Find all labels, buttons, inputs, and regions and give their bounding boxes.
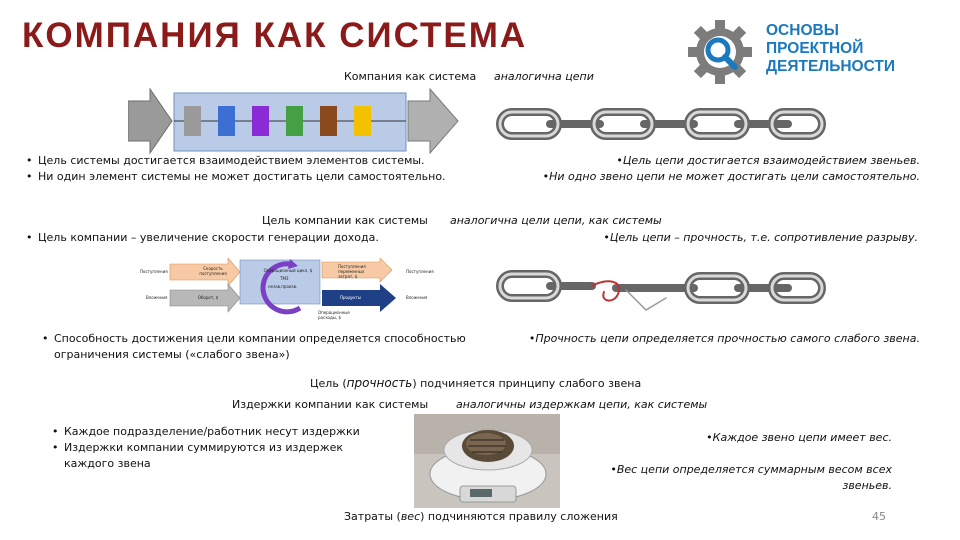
scale-with-chain-photo	[414, 414, 560, 508]
bullet-text: Цель цепи достигается взаимодействием зв…	[498, 153, 920, 169]
brand-line-1: ОСНОВЫ	[766, 22, 839, 39]
bullet-text: Цель системы достигается взаимодействием…	[24, 153, 494, 169]
throughput-diagram: Поступления Вложения Скорость поступлени…	[140, 258, 440, 324]
footer-pre: Затраты (	[344, 510, 401, 523]
brand-line-2: ПРОЕКТНОЙ	[766, 40, 864, 57]
chain-image	[496, 108, 826, 140]
system-flow-diagram	[128, 87, 459, 155]
bullet-text: Вес цепи определяется суммарным весом вс…	[600, 462, 892, 494]
brand-text: ОСНОВЫ ПРОЕКТНОЙ ДЕЯТЕЛЬНОСТИ	[766, 22, 895, 76]
bullet-text: Цель компании – увеличение скорости гене…	[24, 230, 444, 246]
caption-company-system: Компания как система	[344, 70, 477, 83]
right-bottom-label: Продукты	[340, 295, 362, 300]
weak-link-principle: Цель (прочность) подчиняется принципу сл…	[310, 376, 641, 390]
page-number: 45	[872, 510, 886, 523]
caption-chain-goal: аналогична цели цепи, как системы	[450, 214, 662, 227]
system-block	[286, 106, 303, 136]
out-bottom-label: Вложения	[406, 295, 428, 300]
weight-bullet-1: Каждое звено цепи имеет вес.	[600, 430, 892, 446]
footer-term: вес	[400, 510, 421, 523]
center-item: ТМЗ	[280, 276, 289, 281]
system-block	[218, 106, 235, 136]
chain-bullets: Цель цепи достигается взаимодействием зв…	[498, 153, 920, 185]
bullet-text: Цель цепи – прочность, т.е. сопротивлени…	[540, 230, 918, 246]
box-top-label: Скорость поступления	[199, 266, 227, 276]
principle-pre: Цель (	[310, 377, 347, 390]
out-top-label: Поступления	[406, 269, 434, 274]
right-top-label: Поступления переменных затрат, $	[338, 264, 366, 279]
caption-chain-costs: аналогичны издержкам цепи, как системы	[456, 398, 708, 411]
constraint-bullet: Способность достижения цели компании опр…	[40, 331, 486, 363]
system-bullets: Цель системы достигается взаимодействием…	[24, 153, 494, 185]
page-title: КОМПАНИЯ КАК СИСТЕМА	[22, 16, 528, 55]
principle-post: ) подчиняется принципу слабого звена	[412, 377, 642, 390]
system-block	[354, 106, 371, 136]
center-title: Операционный цикл, $	[263, 268, 313, 273]
in-top-label: Поступления	[140, 269, 168, 274]
weight-bullet-2: Вес цепи определяется суммарным весом вс…	[600, 462, 892, 494]
box-bottom-label: Оборот, $	[197, 295, 219, 300]
bottom-box-label: Операционные расходы, $	[318, 310, 350, 320]
in-bottom-label: Вложения	[146, 295, 168, 300]
bullet-text: Ни один элемент системы не может достига…	[24, 169, 494, 185]
system-block	[252, 106, 269, 136]
bullet-text: Прочность цепи определяется прочностью с…	[500, 331, 920, 347]
bullet-text: Способность достижения цели компании опр…	[40, 331, 486, 363]
system-block	[320, 106, 337, 136]
addition-principle: Затраты (вес) подчиняются правилу сложен…	[344, 510, 618, 523]
chain-goal-bullet: Цель цепи – прочность, т.е. сопротивлени…	[540, 230, 918, 246]
system-block	[184, 106, 201, 136]
principle-term: прочность	[346, 376, 413, 390]
company-goal-bullet: Цель компании – увеличение скорости гене…	[24, 230, 444, 246]
caption-company-goal: Цель компании как системы	[262, 214, 428, 227]
bullet-text: Издержки компании суммируются из издерже…	[50, 440, 370, 472]
brand-line-3: ДЕЯТЕЛЬНОСТИ	[766, 58, 896, 75]
caption-company-costs: Издержки компании как системы	[232, 398, 429, 411]
weak-link-bullet: Прочность цепи определяется прочностью с…	[500, 331, 920, 347]
brand-logo: ОСНОВЫ ПРОЕКТНОЙ ДЕЯТЕЛЬНОСТИ	[684, 16, 954, 86]
bullet-text: Каждое звено цепи имеет вес.	[600, 430, 892, 446]
gear-magnifier-icon	[688, 20, 752, 84]
footer-post: ) подчиняются правилу сложения	[420, 510, 618, 523]
bullet-text: Ни одно звено цепи не может достигать це…	[498, 169, 920, 185]
bullet-text: Каждое подразделение/работник несут изде…	[50, 424, 370, 440]
caption-chain-analogy: аналогична цепи	[494, 70, 594, 83]
cost-bullets: Каждое подразделение/работник несут изде…	[50, 424, 370, 472]
center-item: незав.произв.	[268, 284, 298, 289]
weak-link-chain-image	[496, 270, 826, 311]
